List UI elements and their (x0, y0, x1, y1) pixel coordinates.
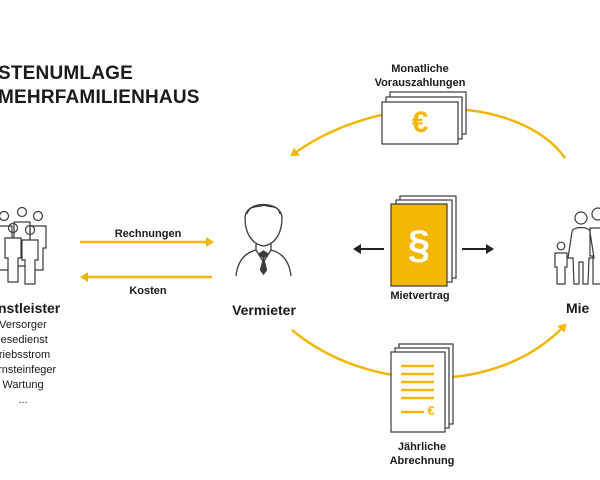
title-line-2: MEHRFAMILIENHAUS (0, 87, 200, 108)
list-item: triebsstrom (0, 349, 51, 361)
statement-document-icon (390, 343, 454, 433)
service-providers-icon (0, 206, 47, 285)
costs-label: Kosten (129, 285, 167, 297)
list-item: Wartung (2, 379, 44, 391)
list-item: ornsteinfeger (0, 364, 57, 376)
statement-euro-icon: € (427, 403, 435, 418)
contract-document-icon (390, 195, 457, 287)
tenants-icon (554, 207, 600, 285)
bill-stack-icon (381, 91, 467, 145)
service-providers-title: nstleister (0, 300, 61, 316)
tenants-title: Mie (566, 300, 590, 316)
service-providers-list: Versorger lesedienst triebsstrom ornstei… (0, 318, 57, 408)
list-item: Versorger (0, 319, 47, 331)
annual-statement-label: Jährliche Abrechnung (389, 441, 455, 467)
landlord-title: Vermieter (232, 302, 296, 318)
monthly-payment-label: Monatliche Vorauszahlungen (374, 63, 466, 89)
contract-label: Mietvertrag (390, 290, 450, 302)
list-item: lesedienst (0, 334, 48, 346)
landlord-icon (235, 204, 292, 277)
page-title: STENUMLAGE MEHRFAMILIENHAUS (0, 62, 200, 110)
title-line-1: STENUMLAGE (0, 63, 133, 84)
invoices-label: Rechnungen (114, 228, 182, 240)
euro-icon: € (411, 106, 429, 139)
paragraph-icon: § (407, 223, 431, 267)
list-item: ... (18, 394, 28, 406)
